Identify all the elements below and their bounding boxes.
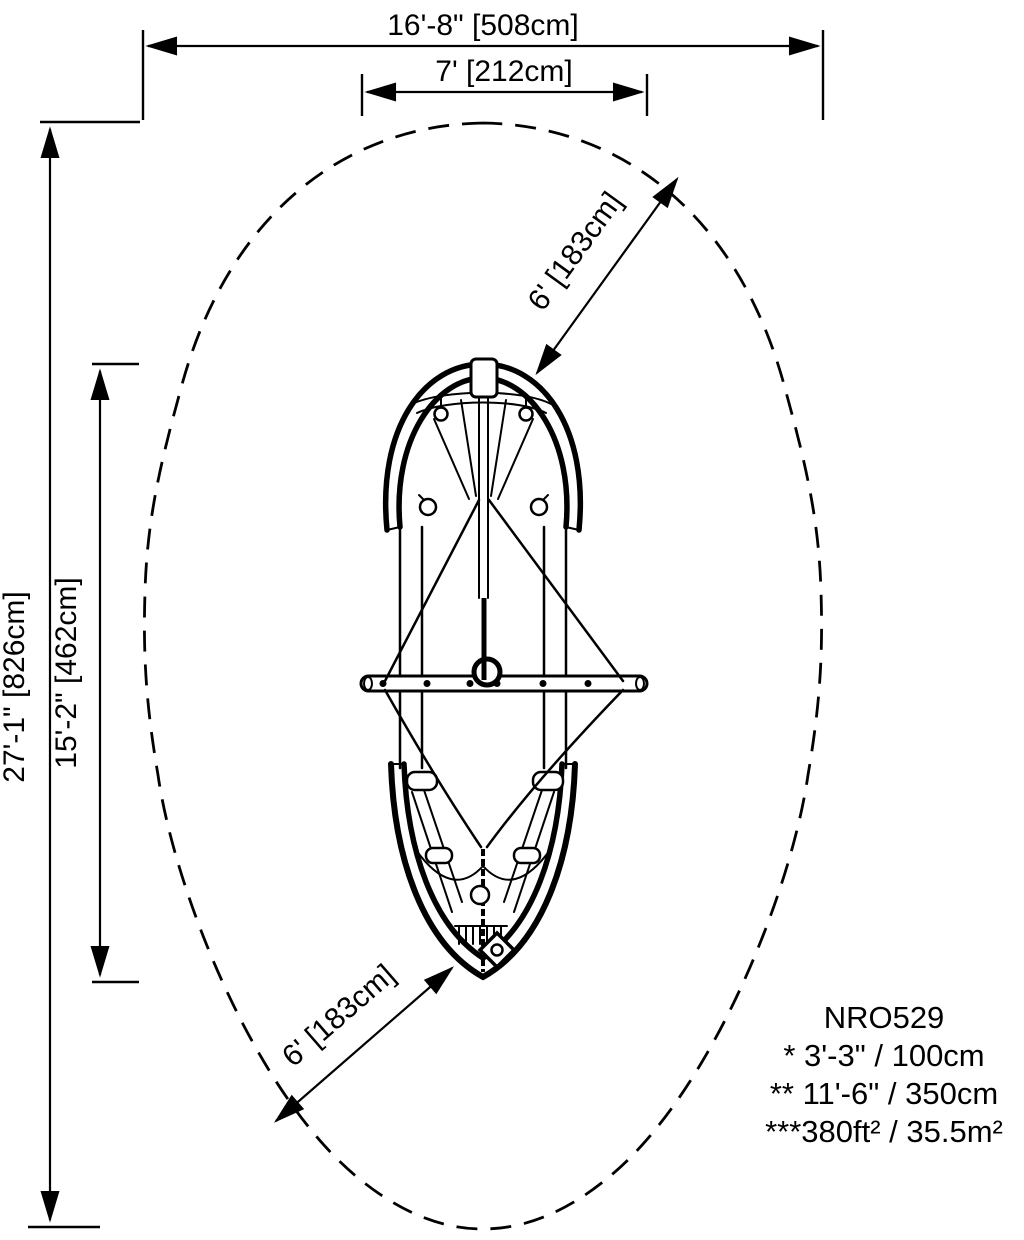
stern-handle-left	[424, 846, 454, 865]
stern-knob-right	[531, 770, 565, 792]
stern-hull	[388, 761, 578, 981]
stern-tip-detail	[454, 849, 517, 972]
bow-knob-left	[418, 494, 438, 517]
dim-label-clearance-upper: 6' [183cm]	[522, 186, 629, 317]
bow-post	[469, 357, 499, 399]
dimension-overall-length: 27'-1" [826cm]	[0, 120, 140, 1229]
stern-handle-right	[512, 846, 542, 865]
dimension-structure-length: 15'-2" [462cm]	[50, 362, 139, 984]
dim-label-inner-width: 7' [212cm]	[435, 55, 572, 88]
bow-hook-right	[518, 398, 534, 422]
bar-cap-left	[363, 676, 373, 691]
dimension-clearance-upper: 6' [183cm]	[522, 176, 679, 376]
use-zone-boundary	[143, 121, 823, 1231]
dim-line	[274, 966, 454, 1123]
dim-label-clearance-lower: 6' [183cm]	[276, 958, 401, 1073]
bow-knob-right	[529, 494, 549, 517]
bar-body	[359, 674, 649, 693]
play-structure	[359, 357, 649, 981]
legend-note-1: * 3'-3" / 100cm	[783, 1038, 984, 1073]
stern-knob-left	[405, 770, 439, 792]
model-code: NRO529	[824, 1000, 945, 1035]
mast-circle	[471, 656, 503, 688]
mast	[471, 598, 503, 688]
dimension-inner-width: 7' [212cm]	[360, 55, 649, 116]
shade-sail	[383, 498, 625, 849]
bow-arch	[383, 357, 583, 599]
side-rails	[398, 525, 568, 770]
dimension-clearance-lower: 6' [183cm]	[274, 958, 454, 1123]
legend-note-2: ** 11'-6" / 350cm	[770, 1076, 998, 1111]
dim-line	[535, 176, 679, 376]
dim-label-overall-width: 16'-8" [508cm]	[387, 9, 578, 42]
legend-block: NRO529 * 3'-3" / 100cm ** 11'-6" / 350cm…	[765, 1000, 1003, 1149]
spreader-bar	[359, 674, 649, 693]
legend-note-3: ***380ft² / 35.5m²	[765, 1114, 1003, 1149]
use-zone-outline	[143, 121, 823, 1231]
bar-cap-right	[635, 676, 645, 691]
bow-hook-left	[433, 398, 449, 422]
dim-label-overall-length: 27'-1" [826cm]	[0, 591, 31, 782]
dimension-overall-width: 16'-8" [508cm]	[141, 9, 825, 120]
dim-label-structure-length: 15'-2" [462cm]	[50, 577, 83, 768]
